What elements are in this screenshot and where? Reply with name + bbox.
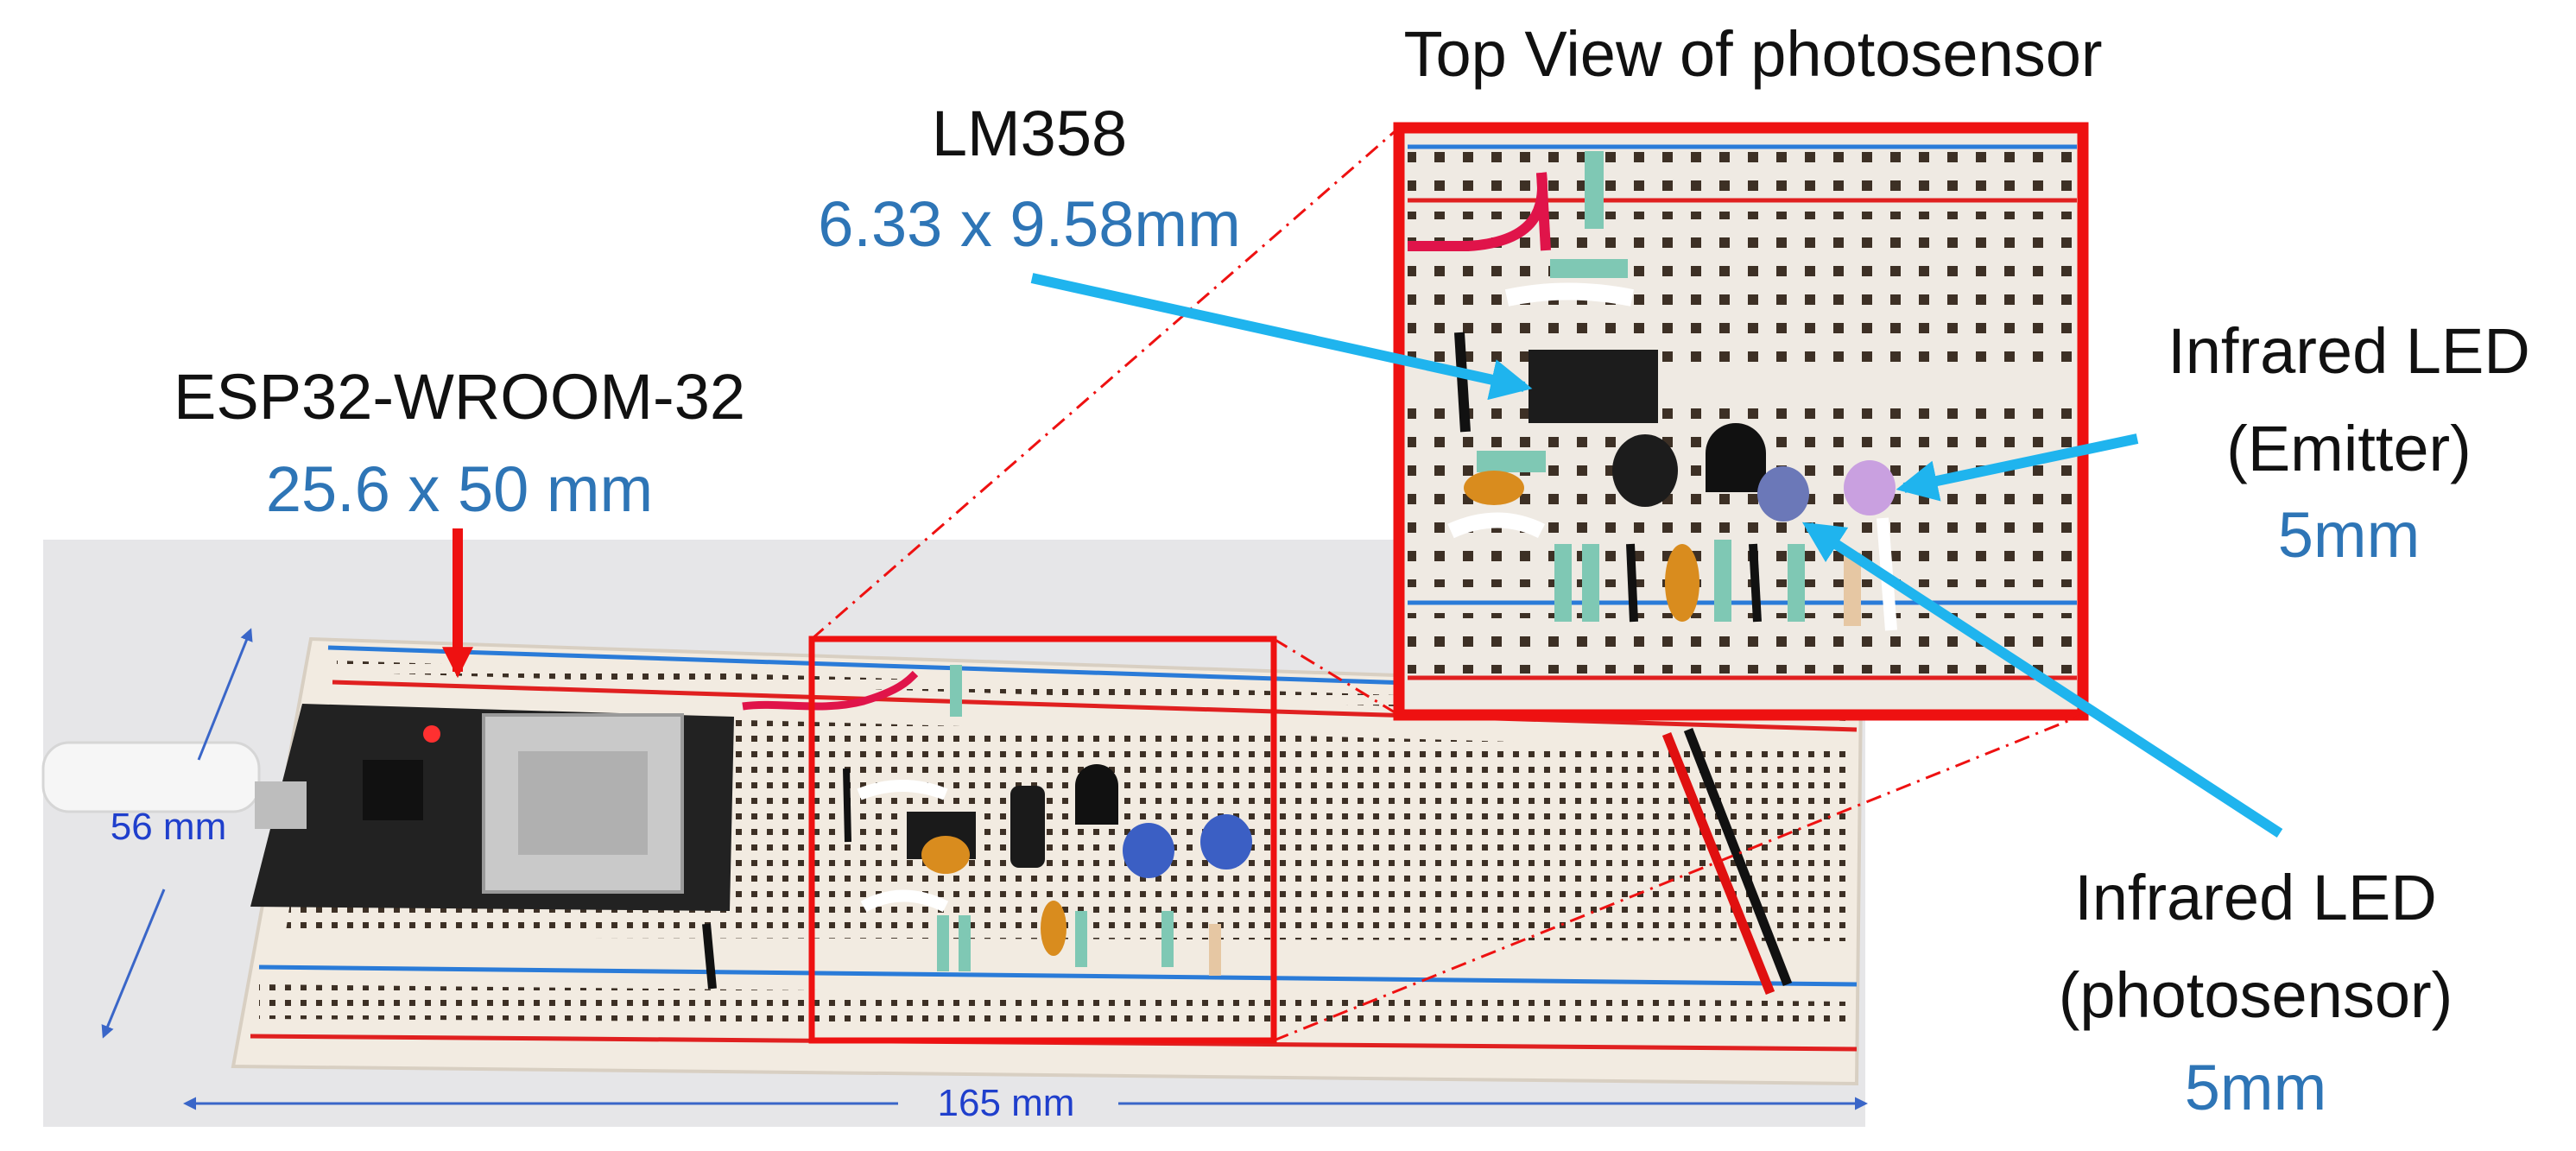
lm358-label: LM358 <box>932 98 1127 169</box>
power-led <box>423 725 440 743</box>
lm358-chip <box>1529 350 1658 423</box>
emitter-size: 5mm <box>2278 499 2420 571</box>
inset-frame <box>1393 122 2089 721</box>
width-dimension-line-bottom <box>101 889 166 1039</box>
photosensor-pointer-arrow <box>1801 522 2283 838</box>
emitter-label-line2: (Emitter) <box>2226 413 2472 484</box>
esp32-label: ESP32-WROOM-32 <box>174 361 745 433</box>
bottom-blue-rail <box>258 964 1858 987</box>
width-dimension-label: 56 mm <box>111 806 226 848</box>
photosensor-size: 5mm <box>2185 1052 2326 1123</box>
inset-components <box>1408 151 1897 631</box>
figure-title: Top View of photosensor <box>1403 18 2102 90</box>
top-red-rail <box>332 680 1858 732</box>
esp32-board <box>250 704 734 911</box>
zoom-connector-right <box>1273 637 1400 717</box>
emitter-label-line1: Infrared LED <box>2168 315 2530 387</box>
photosensor-label-line1: Infrared LED <box>2074 862 2437 933</box>
photosensor-led <box>1757 466 1809 522</box>
emitter-pointer-arrow <box>1896 433 2139 502</box>
highlight-box <box>808 636 1277 1044</box>
esp32-size: 25.6 x 50 mm <box>266 453 653 525</box>
emitter-led <box>1844 460 1896 515</box>
zoom-connector-upper <box>811 126 1400 641</box>
width-dimension-line-top <box>197 628 253 761</box>
zoom-inset <box>1393 122 2089 721</box>
photosensor-label-line2: (photosensor) <box>2059 959 2453 1031</box>
lm358-size: 6.33 x 9.58mm <box>818 188 1240 260</box>
zoom-connector-lower <box>1273 713 2084 1042</box>
lm358-pointer-arrow <box>1030 273 1533 401</box>
circuit-components <box>843 665 1252 976</box>
length-dimension-label: 165 mm <box>938 1082 1075 1124</box>
